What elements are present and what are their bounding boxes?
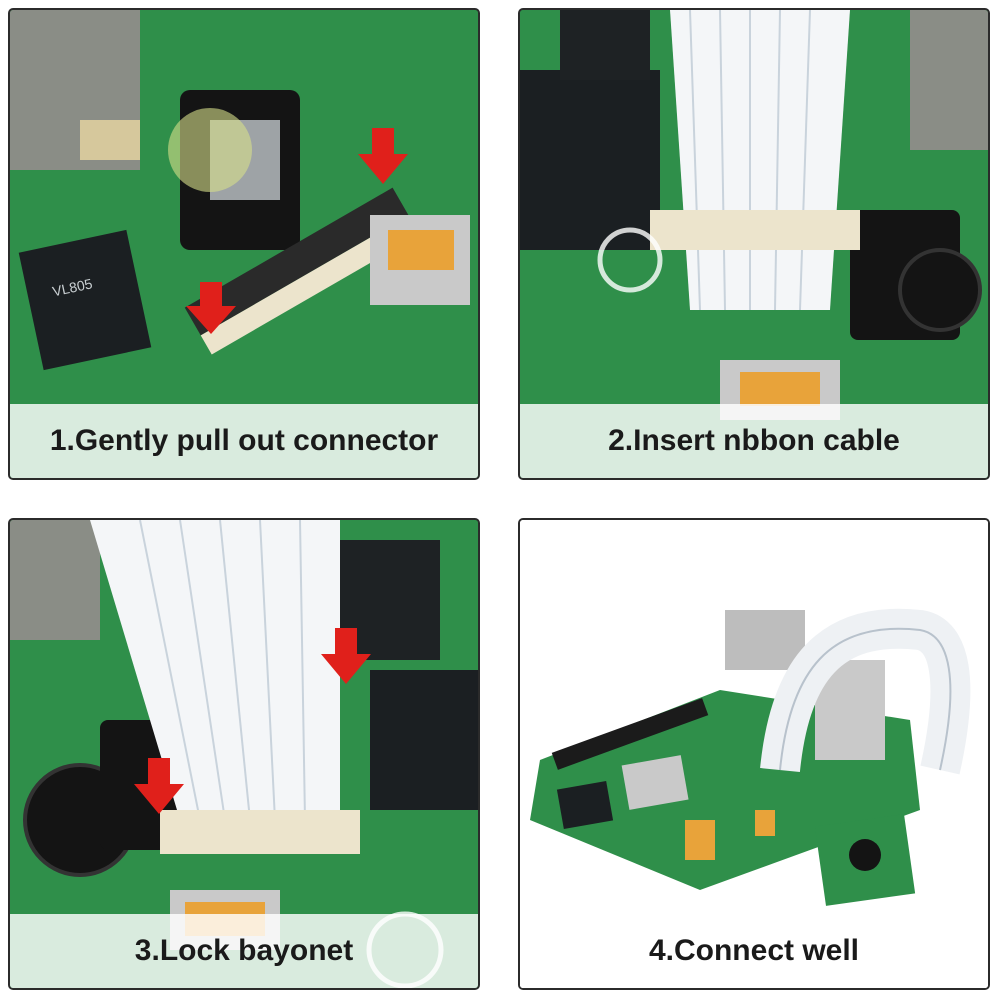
step-4-photo [520, 520, 988, 988]
step-caption-bar: 1.Gently pull out connector [10, 404, 478, 478]
step-1-panel: VL805 1.Gently pull out connector [8, 8, 480, 480]
arrow-down-icon [186, 282, 236, 334]
arrow-down-icon [321, 628, 371, 684]
step-caption-bar: 2.Insert nbbon cable [520, 404, 988, 478]
step-2-photo [520, 10, 988, 478]
step-2-caption: 2.Insert nbbon cable [608, 424, 900, 457]
step-2-panel: 2.Insert nbbon cable [518, 8, 990, 480]
step-caption-bar: 3.Lock bayonet [10, 914, 478, 988]
step-1-photo: VL805 [10, 10, 478, 478]
arrow-down-icon [358, 128, 408, 184]
step-3-photo [10, 520, 478, 988]
step-3-panel: 3.Lock bayonet [8, 518, 480, 990]
step-1-caption: 1.Gently pull out connector [49, 424, 439, 457]
arrow-down-icon [134, 758, 184, 814]
step-caption-bar: 4.Connect well [520, 914, 988, 988]
step-3-caption: 3.Lock bayonet [134, 934, 354, 967]
step-4-panel: 4.Connect well [518, 518, 990, 990]
step-4-caption: 4.Connect well [648, 934, 860, 967]
